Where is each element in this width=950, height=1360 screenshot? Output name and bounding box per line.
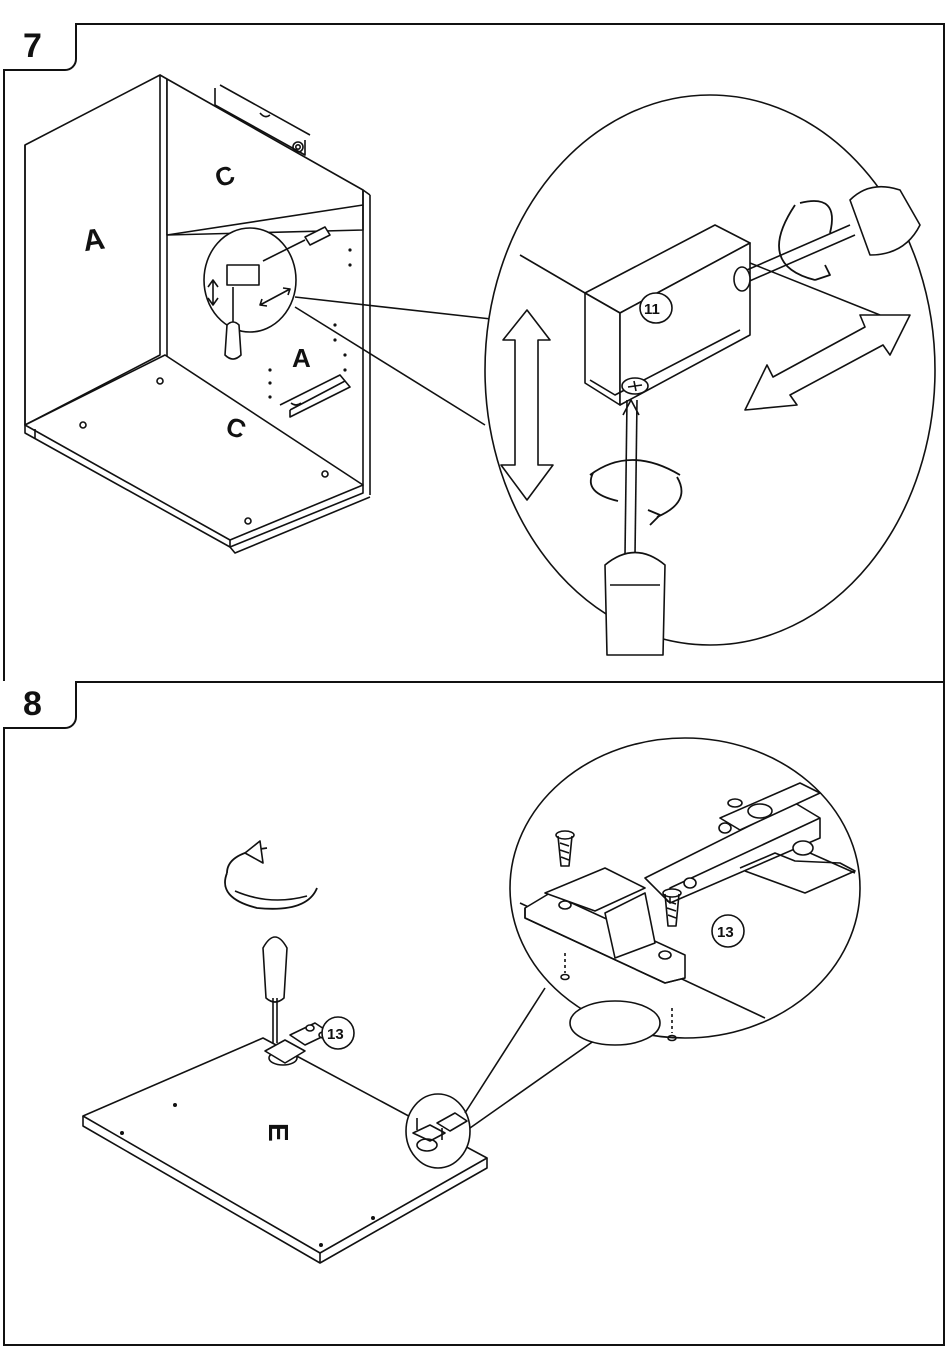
panel-label-a: A [81, 223, 107, 259]
step-7-illustration: A C A C 11 [5, 25, 943, 681]
part-callout-13: 13 [327, 1026, 344, 1043]
part-callout-11: 11 [644, 301, 660, 318]
step-8-panel: 8 E 13 [3, 681, 945, 1346]
top-panel-c [167, 79, 363, 235]
part-callout-13-detail: 13 [717, 924, 734, 941]
step-7-panel: 7 [3, 23, 945, 683]
step-8-illustration: E 13 [5, 683, 943, 1344]
zoom-circle-large [485, 95, 935, 645]
panel-label-e: E [263, 1123, 294, 1142]
panel-label-a-back: A [292, 343, 311, 373]
